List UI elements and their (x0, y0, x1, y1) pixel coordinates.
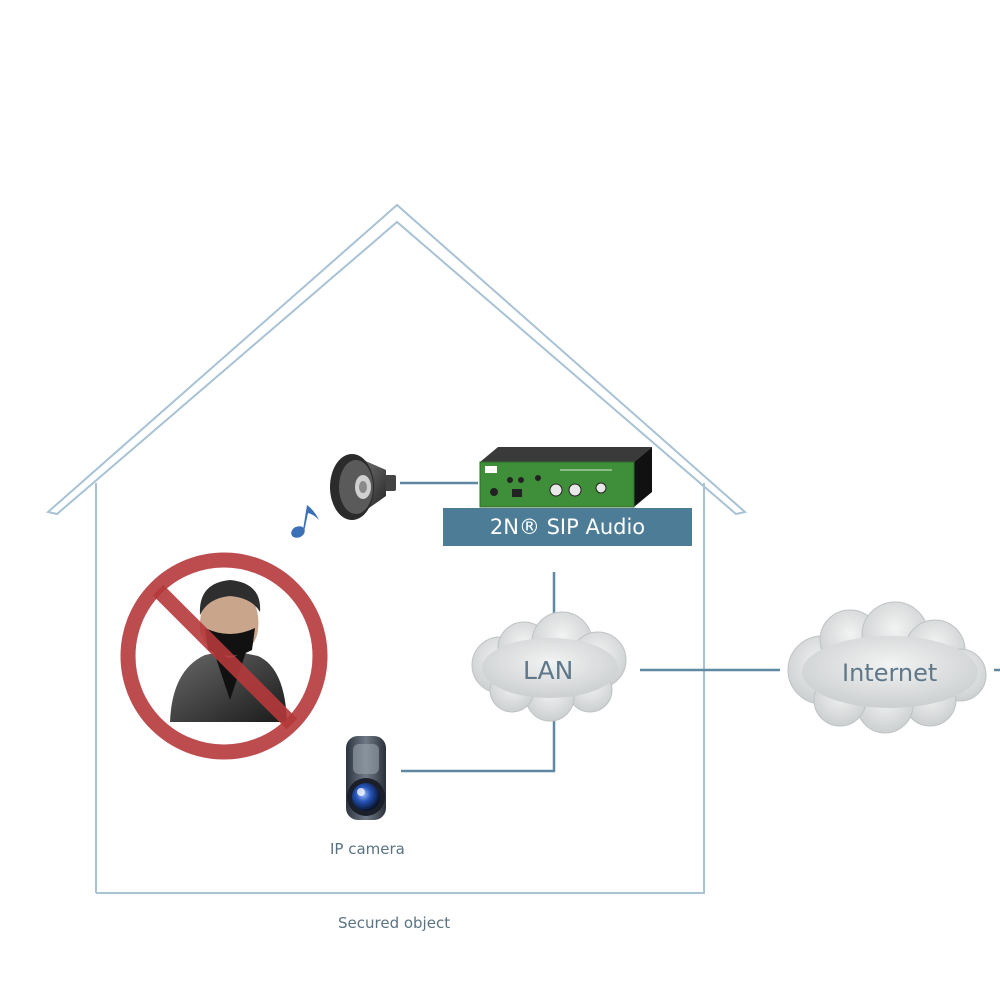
house-outline (45, 203, 748, 894)
internet-cloud (787, 601, 987, 734)
secured-object-label: Secured object (338, 914, 451, 932)
house-floor-right-wall (96, 483, 705, 894)
internet-label: Internet (842, 659, 938, 687)
audio-converter-device-icon (479, 447, 652, 508)
prohibition-sign-icon (120, 552, 328, 760)
camera-label: IP camera (330, 840, 405, 858)
lan-label: LAN (523, 656, 574, 685)
ip-camera-icon (346, 736, 386, 820)
camera-to-lan-line (401, 720, 556, 773)
house-roof (45, 203, 748, 516)
connection-lines (400, 481, 1000, 773)
loudspeaker-icon (330, 454, 396, 520)
device-label: 2N® SIP Audio Converter (443, 508, 692, 577)
music-note-icon (291, 505, 319, 538)
lan-cloud (471, 611, 627, 722)
